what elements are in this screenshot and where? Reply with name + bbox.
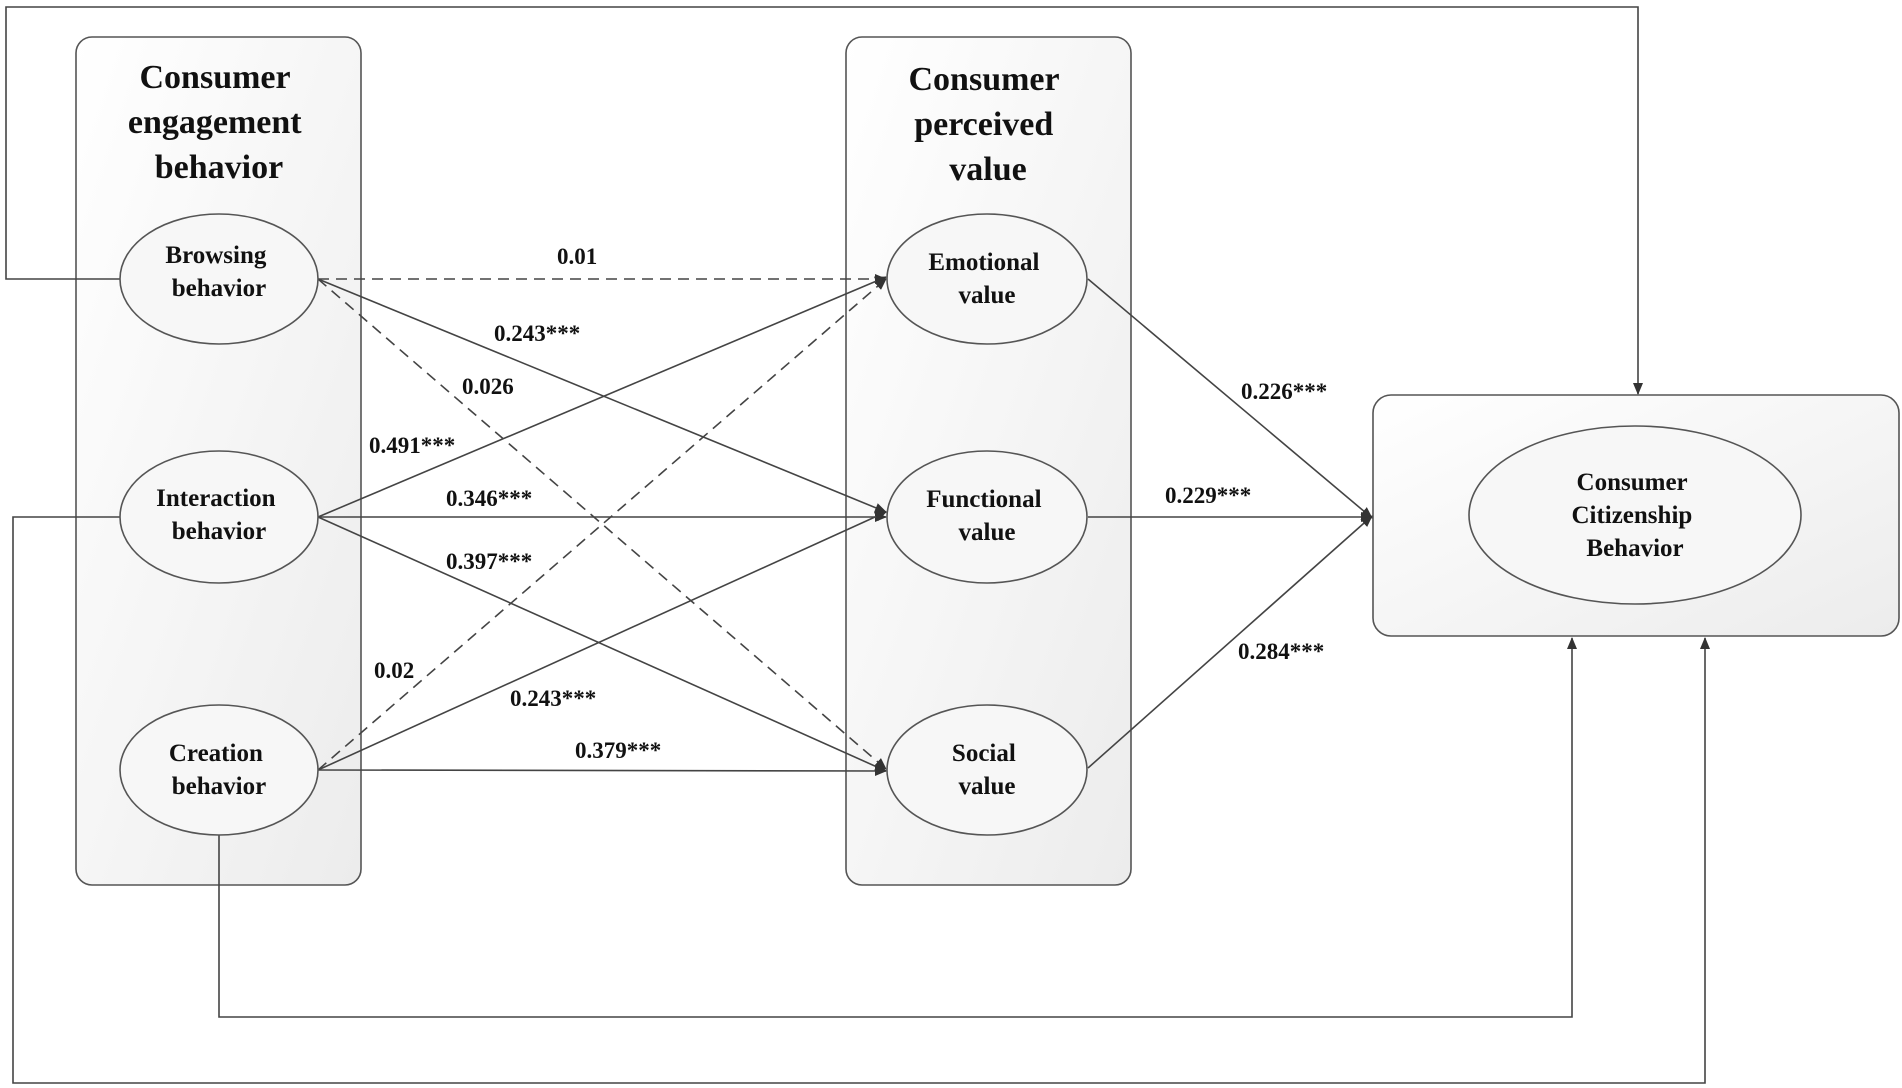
engagement-title-line-2: engagement	[128, 104, 302, 141]
functional-label: Functional value	[926, 486, 1048, 546]
edge-creation-to-ccb	[218, 637, 1577, 1018]
coef-social-ccb: 0.284***	[1238, 639, 1324, 664]
ccb-label-line-1: Consumer	[1577, 469, 1688, 496]
coef-functional-ccb: 0.229***	[1165, 483, 1251, 508]
node-browsing-behavior: Browsing behavior	[119, 213, 319, 345]
interaction-ellipse	[119, 450, 319, 584]
emotional-label-line-2: value	[959, 282, 1016, 309]
node-creation-behavior: Creation behavior	[119, 704, 319, 836]
interaction-label-line-1: Interaction	[156, 485, 276, 512]
edge-interaction-to-ccb	[12, 516, 1710, 1084]
edge-browsing-to-functional	[317, 278, 887, 513]
engagement-title-line-1: Consumer	[140, 59, 291, 96]
emotional-label-line-1: Emotional	[928, 249, 1039, 276]
coef-creation-functional: 0.243***	[510, 686, 596, 711]
emotional-ellipse	[886, 213, 1088, 345]
ccb-label: Consumer Citizenship Behavior	[1571, 469, 1698, 562]
edge-creation-to-social	[317, 765, 887, 776]
edge-interaction-to-emotional	[317, 276, 887, 518]
functional-label-line-2: value	[959, 519, 1016, 546]
edge-creation-to-functional	[317, 511, 887, 771]
ccb-ellipse	[1468, 425, 1802, 605]
coef-interaction-social: 0.397***	[446, 549, 532, 574]
coef-interaction-emotional: 0.491***	[369, 433, 455, 458]
browsing-label-line-1: Browsing	[165, 242, 266, 269]
coef-creation-emotional: 0.02	[374, 658, 414, 683]
emotional-label: Emotional value	[928, 249, 1045, 309]
browsing-ellipse	[119, 213, 319, 345]
creation-label-line-2: behavior	[172, 773, 266, 800]
perceived-value-group-title: Consumer perceived value	[909, 61, 1068, 188]
coef-browsing-social: 0.026	[462, 374, 514, 399]
creation-label: Creation behavior	[169, 740, 269, 800]
coef-creation-social: 0.379***	[575, 738, 661, 763]
ccb-label-line-2: Citizenship	[1571, 502, 1692, 529]
creation-label-line-1: Creation	[169, 740, 263, 767]
social-label-line-2: value	[959, 773, 1016, 800]
perceived-title-line-2: perceived	[914, 106, 1053, 143]
social-label: Social value	[952, 740, 1022, 800]
browsing-label: Browsing behavior	[165, 242, 272, 302]
browsing-label-line-2: behavior	[172, 275, 266, 302]
creation-ellipse	[119, 704, 319, 836]
perceived-title-line-3: value	[949, 151, 1026, 188]
engagement-title-line-3: behavior	[155, 149, 283, 186]
coef-interaction-functional: 0.346***	[446, 486, 532, 511]
edge-emotional-to-ccb	[1087, 278, 1373, 519]
edge-browsing-to-ccb	[5, 6, 1643, 395]
coef-browsing-functional: 0.243***	[494, 321, 580, 346]
functional-label-line-1: Functional	[926, 486, 1041, 513]
coef-browsing-emotional: 0.01	[557, 244, 597, 269]
interaction-label: Interaction behavior	[156, 485, 282, 545]
node-consumer-citizenship-behavior: Consumer Citizenship Behavior	[1468, 425, 1802, 605]
edge-social-to-ccb	[1087, 515, 1373, 769]
node-interaction-behavior: Interaction behavior	[119, 450, 319, 584]
ccb-label-line-3: Behavior	[1586, 535, 1683, 562]
interaction-label-line-2: behavior	[172, 518, 266, 545]
node-emotional-value: Emotional value	[886, 213, 1088, 345]
edge-interaction-to-social	[317, 516, 887, 772]
node-functional-value: Functional value	[886, 450, 1088, 584]
engagement-group-title: Consumer engagement behavior	[128, 59, 310, 186]
functional-ellipse	[886, 450, 1088, 584]
social-label-line-1: Social	[952, 740, 1016, 767]
node-social-value: Social value	[886, 704, 1088, 836]
coef-emotional-ccb: 0.226***	[1241, 379, 1327, 404]
social-ellipse	[886, 704, 1088, 836]
perceived-title-line-1: Consumer	[909, 61, 1060, 98]
